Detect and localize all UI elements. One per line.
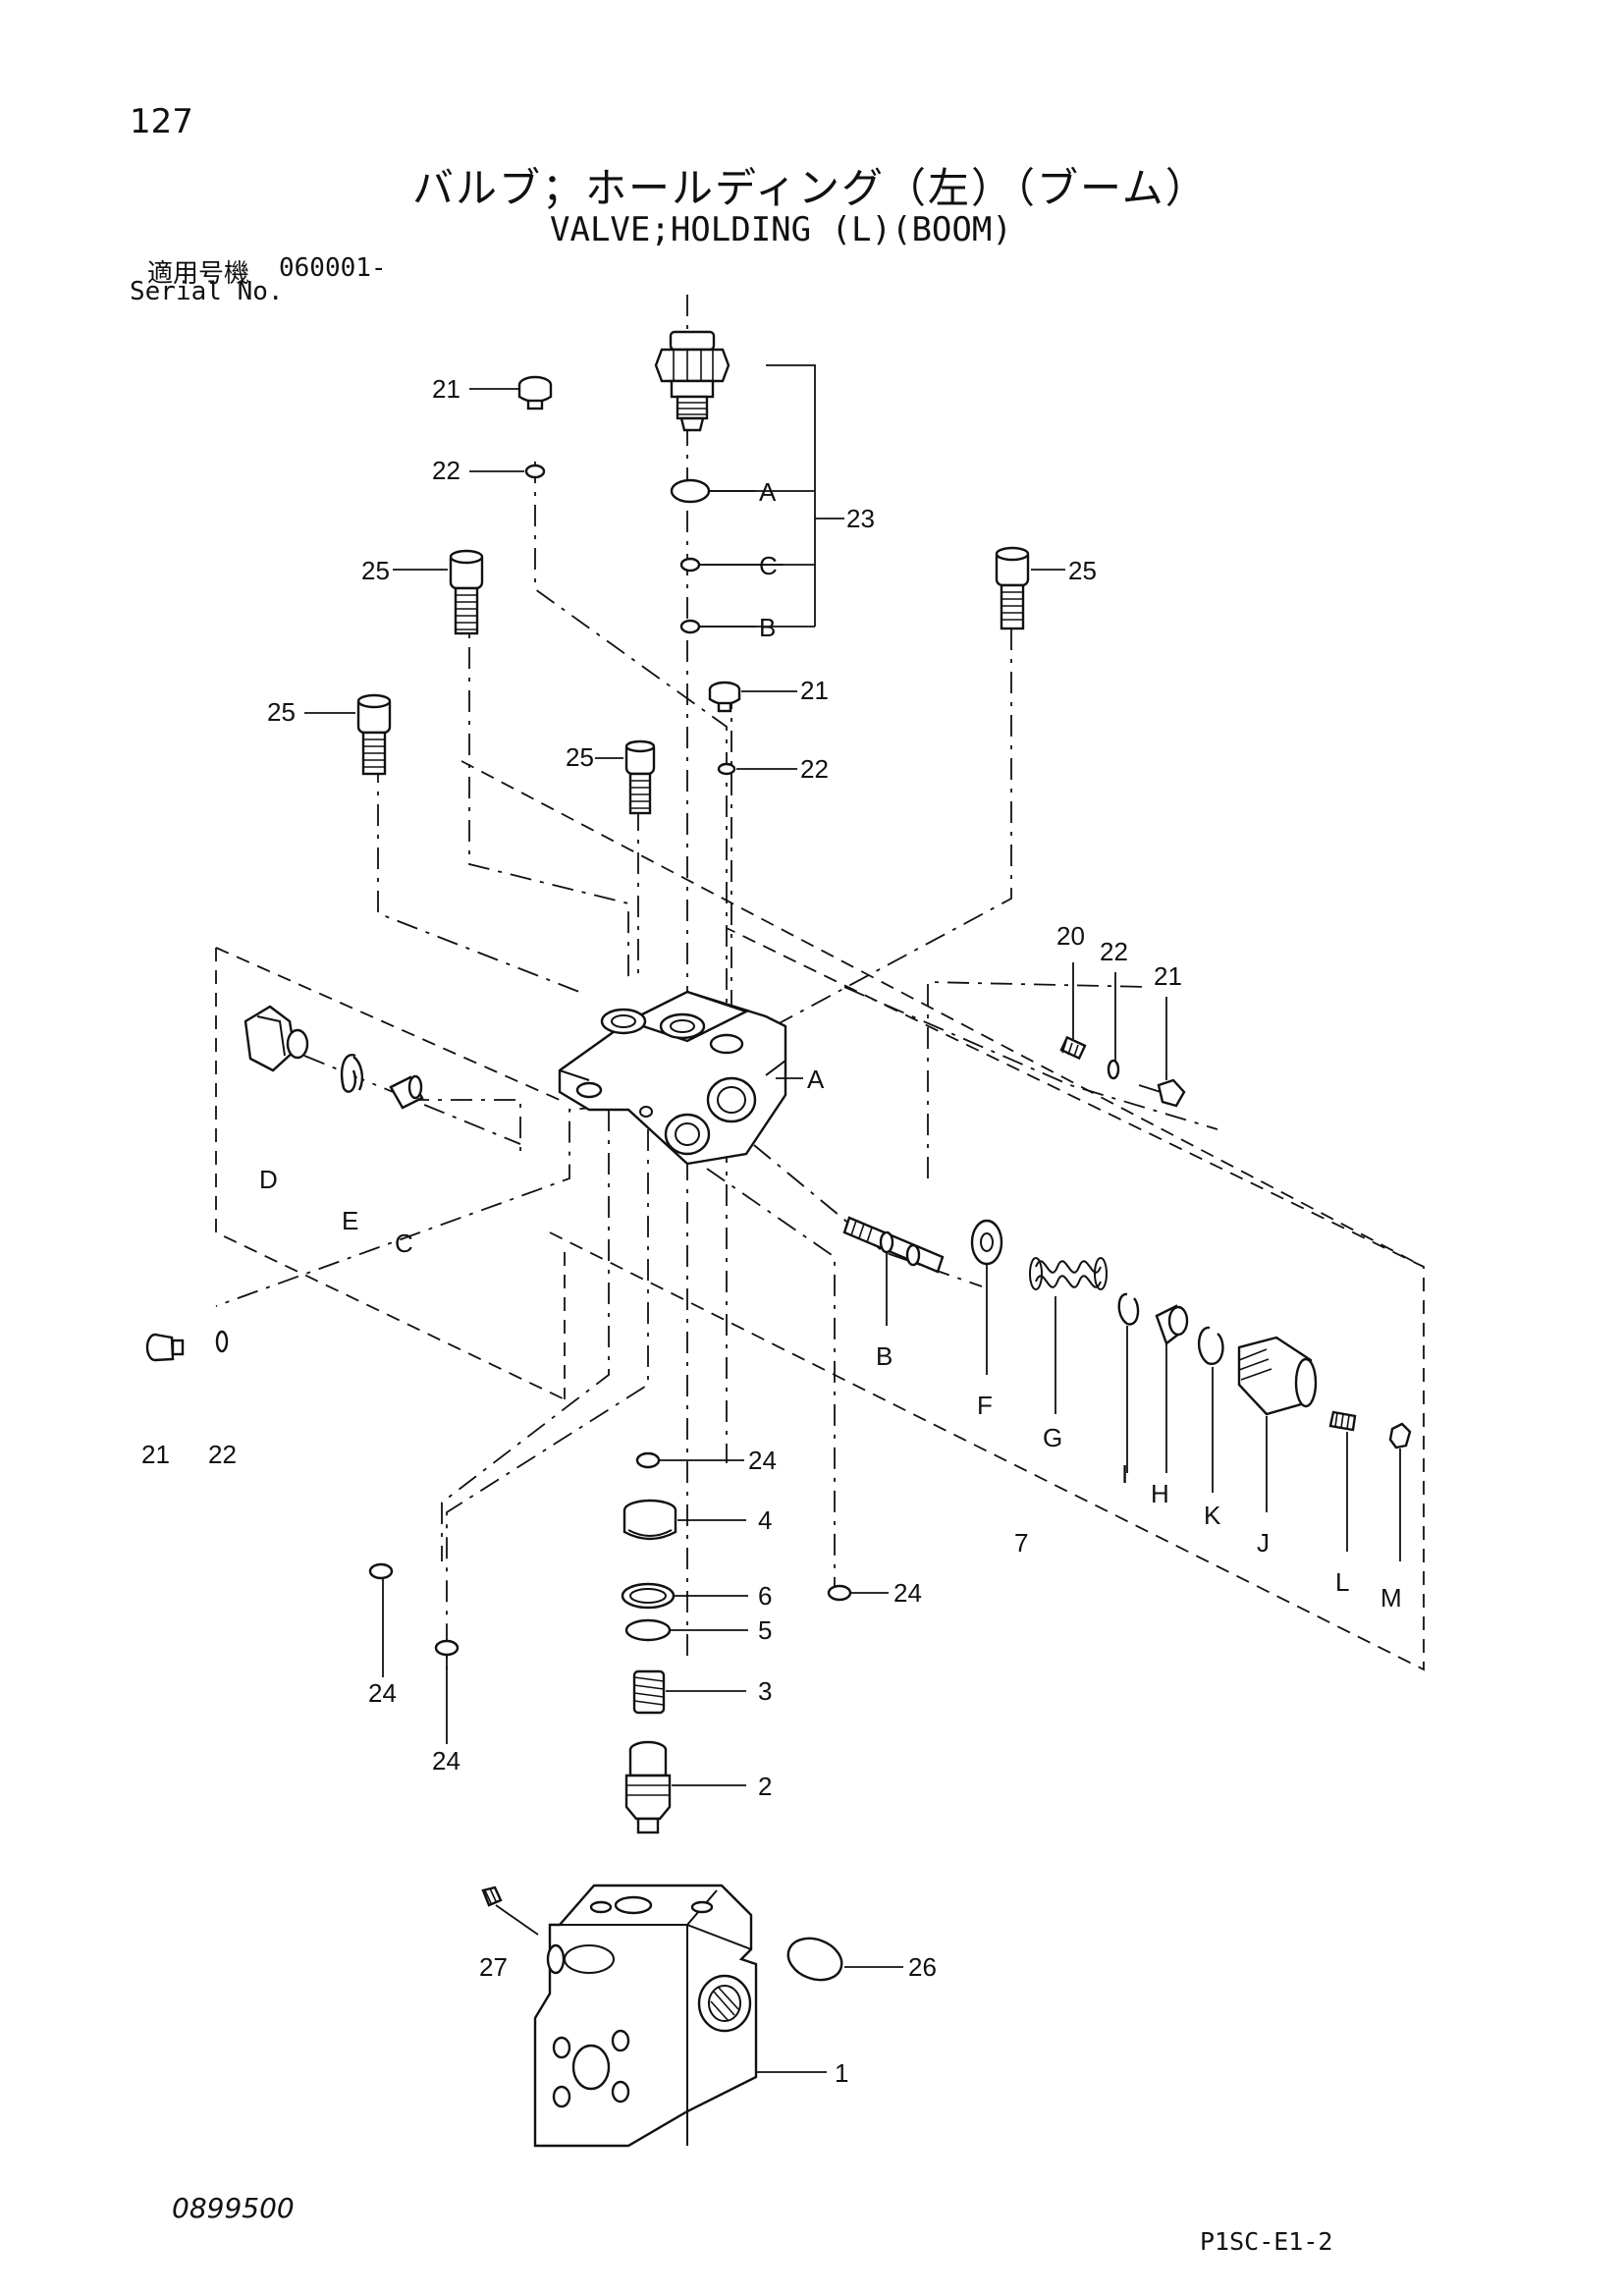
bolt-25-b: [356, 693, 392, 776]
relief-valve-23: [654, 330, 730, 432]
callout-L: L: [1335, 1567, 1349, 1597]
o-ring-24-d: [434, 1639, 460, 1657]
o-ring-K: [1198, 1326, 1224, 1365]
callout-B: B: [759, 613, 776, 642]
callout-27: 27: [479, 1952, 508, 1982]
o-ring-24-b: [827, 1584, 852, 1602]
washer-F: [970, 1219, 1003, 1266]
callout-I: I: [1121, 1459, 1128, 1489]
plug-C: [389, 1074, 424, 1110]
callout-6: 6: [758, 1581, 772, 1611]
callout-K: K: [1204, 1501, 1221, 1530]
callout-D: D: [259, 1165, 278, 1194]
page-number: 127: [130, 102, 193, 141]
callout-J: J: [1257, 1528, 1270, 1558]
callout-22: 22: [432, 456, 460, 485]
bolt-25-c: [624, 739, 656, 815]
o-ring-E: [340, 1054, 364, 1093]
callout-24: 24: [748, 1446, 777, 1475]
spring-3: [632, 1669, 666, 1715]
backup-ring-6: [621, 1582, 676, 1610]
callout-3: 3: [758, 1676, 772, 1706]
o-ring-24-c: [368, 1562, 394, 1580]
callout-25: 25: [361, 556, 390, 585]
callout-22: 22: [208, 1440, 237, 1469]
callout-24: 24: [368, 1678, 397, 1708]
callout-24: 24: [432, 1746, 460, 1776]
callout-A: A: [807, 1065, 825, 1094]
callout-B: B: [876, 1341, 893, 1371]
callout-1: 1: [835, 2058, 848, 2088]
nut-M: [1388, 1422, 1412, 1449]
o-ring-24-a: [635, 1451, 661, 1469]
callout-C: C: [395, 1229, 413, 1258]
setscrew-20: [1059, 1035, 1087, 1061]
callout-25: 25: [566, 742, 594, 772]
callout-21: 21: [1154, 961, 1182, 991]
poppet-B: [842, 1216, 945, 1274]
o-ring-I: [1117, 1292, 1140, 1326]
serial-label-japanese: 適用号機: [147, 259, 250, 289]
seal-22-middle: [717, 762, 736, 776]
callout-21: 21: [432, 374, 460, 404]
callout-20: 20: [1056, 921, 1085, 951]
o-ring-26: [786, 1937, 843, 1982]
callout-A: A: [759, 477, 777, 507]
callout-H: H: [1151, 1479, 1169, 1508]
callout-23: 23: [846, 504, 875, 533]
cap-J: [1237, 1336, 1318, 1416]
plug-21-top: [517, 375, 553, 410]
callout-F: F: [977, 1391, 993, 1420]
callout-4: 4: [758, 1505, 772, 1535]
callout-21: 21: [141, 1440, 170, 1469]
valve-body-upper: [558, 990, 787, 1166]
seal-22-left: [215, 1330, 229, 1353]
bolt-25-a: [449, 549, 484, 635]
seal-22-right: [1107, 1059, 1120, 1080]
catalog-code: P1SC-E1-2: [1200, 2227, 1333, 2256]
plug-21-middle: [708, 681, 741, 713]
plug-21-left: [145, 1333, 185, 1362]
o-ring-5: [624, 1618, 672, 1642]
setscrew-27: [481, 1886, 503, 1907]
callout-7: 7: [1014, 1528, 1028, 1558]
o-ring-23B: [679, 619, 701, 634]
plug-D: [243, 1005, 309, 1072]
plug-21-right: [1138, 1078, 1186, 1108]
callout-C: C: [759, 551, 778, 580]
plug-H: [1155, 1304, 1189, 1345]
serial-number-value: 060001-: [279, 253, 387, 283]
callout-25: 25: [267, 697, 296, 727]
callout-2: 2: [758, 1772, 772, 1801]
seal-22-top: [524, 464, 546, 479]
callout-labels: 21 22 A 23 C B 25 25 25 25 21 22 20 22 2…: [141, 374, 1402, 2088]
o-ring-23A: [670, 478, 711, 504]
spring-G: [1029, 1257, 1108, 1290]
callout-26: 26: [908, 1952, 937, 1982]
assembly-lines: [215, 295, 1218, 1669]
setscrew-L: [1328, 1410, 1357, 1432]
callout-M: M: [1380, 1583, 1402, 1613]
assembly-7-outline: [215, 927, 1425, 1671]
callout-G: G: [1043, 1423, 1062, 1452]
o-ring-23C: [679, 557, 701, 573]
page-title-japanese: バルブ；ホールディング（左）（ブーム）: [412, 164, 1209, 212]
bolt-25-d: [995, 546, 1030, 630]
callout-22: 22: [800, 754, 829, 784]
callout-21: 21: [800, 676, 829, 705]
piston-4: [622, 1499, 677, 1541]
valve-body-1: [533, 1884, 758, 2148]
callout-24: 24: [893, 1578, 922, 1608]
callout-25: 25: [1068, 556, 1097, 585]
callout-5: 5: [758, 1615, 772, 1645]
poppet-2: [624, 1740, 672, 1834]
callout-22: 22: [1100, 937, 1128, 966]
page-title-english: VALVE;HOLDING (L)(BOOM): [550, 210, 1012, 249]
callout-E: E: [342, 1206, 358, 1235]
drawing-number: 0899500: [172, 2192, 295, 2224]
serial-label-english: Serial No.: [130, 277, 284, 306]
